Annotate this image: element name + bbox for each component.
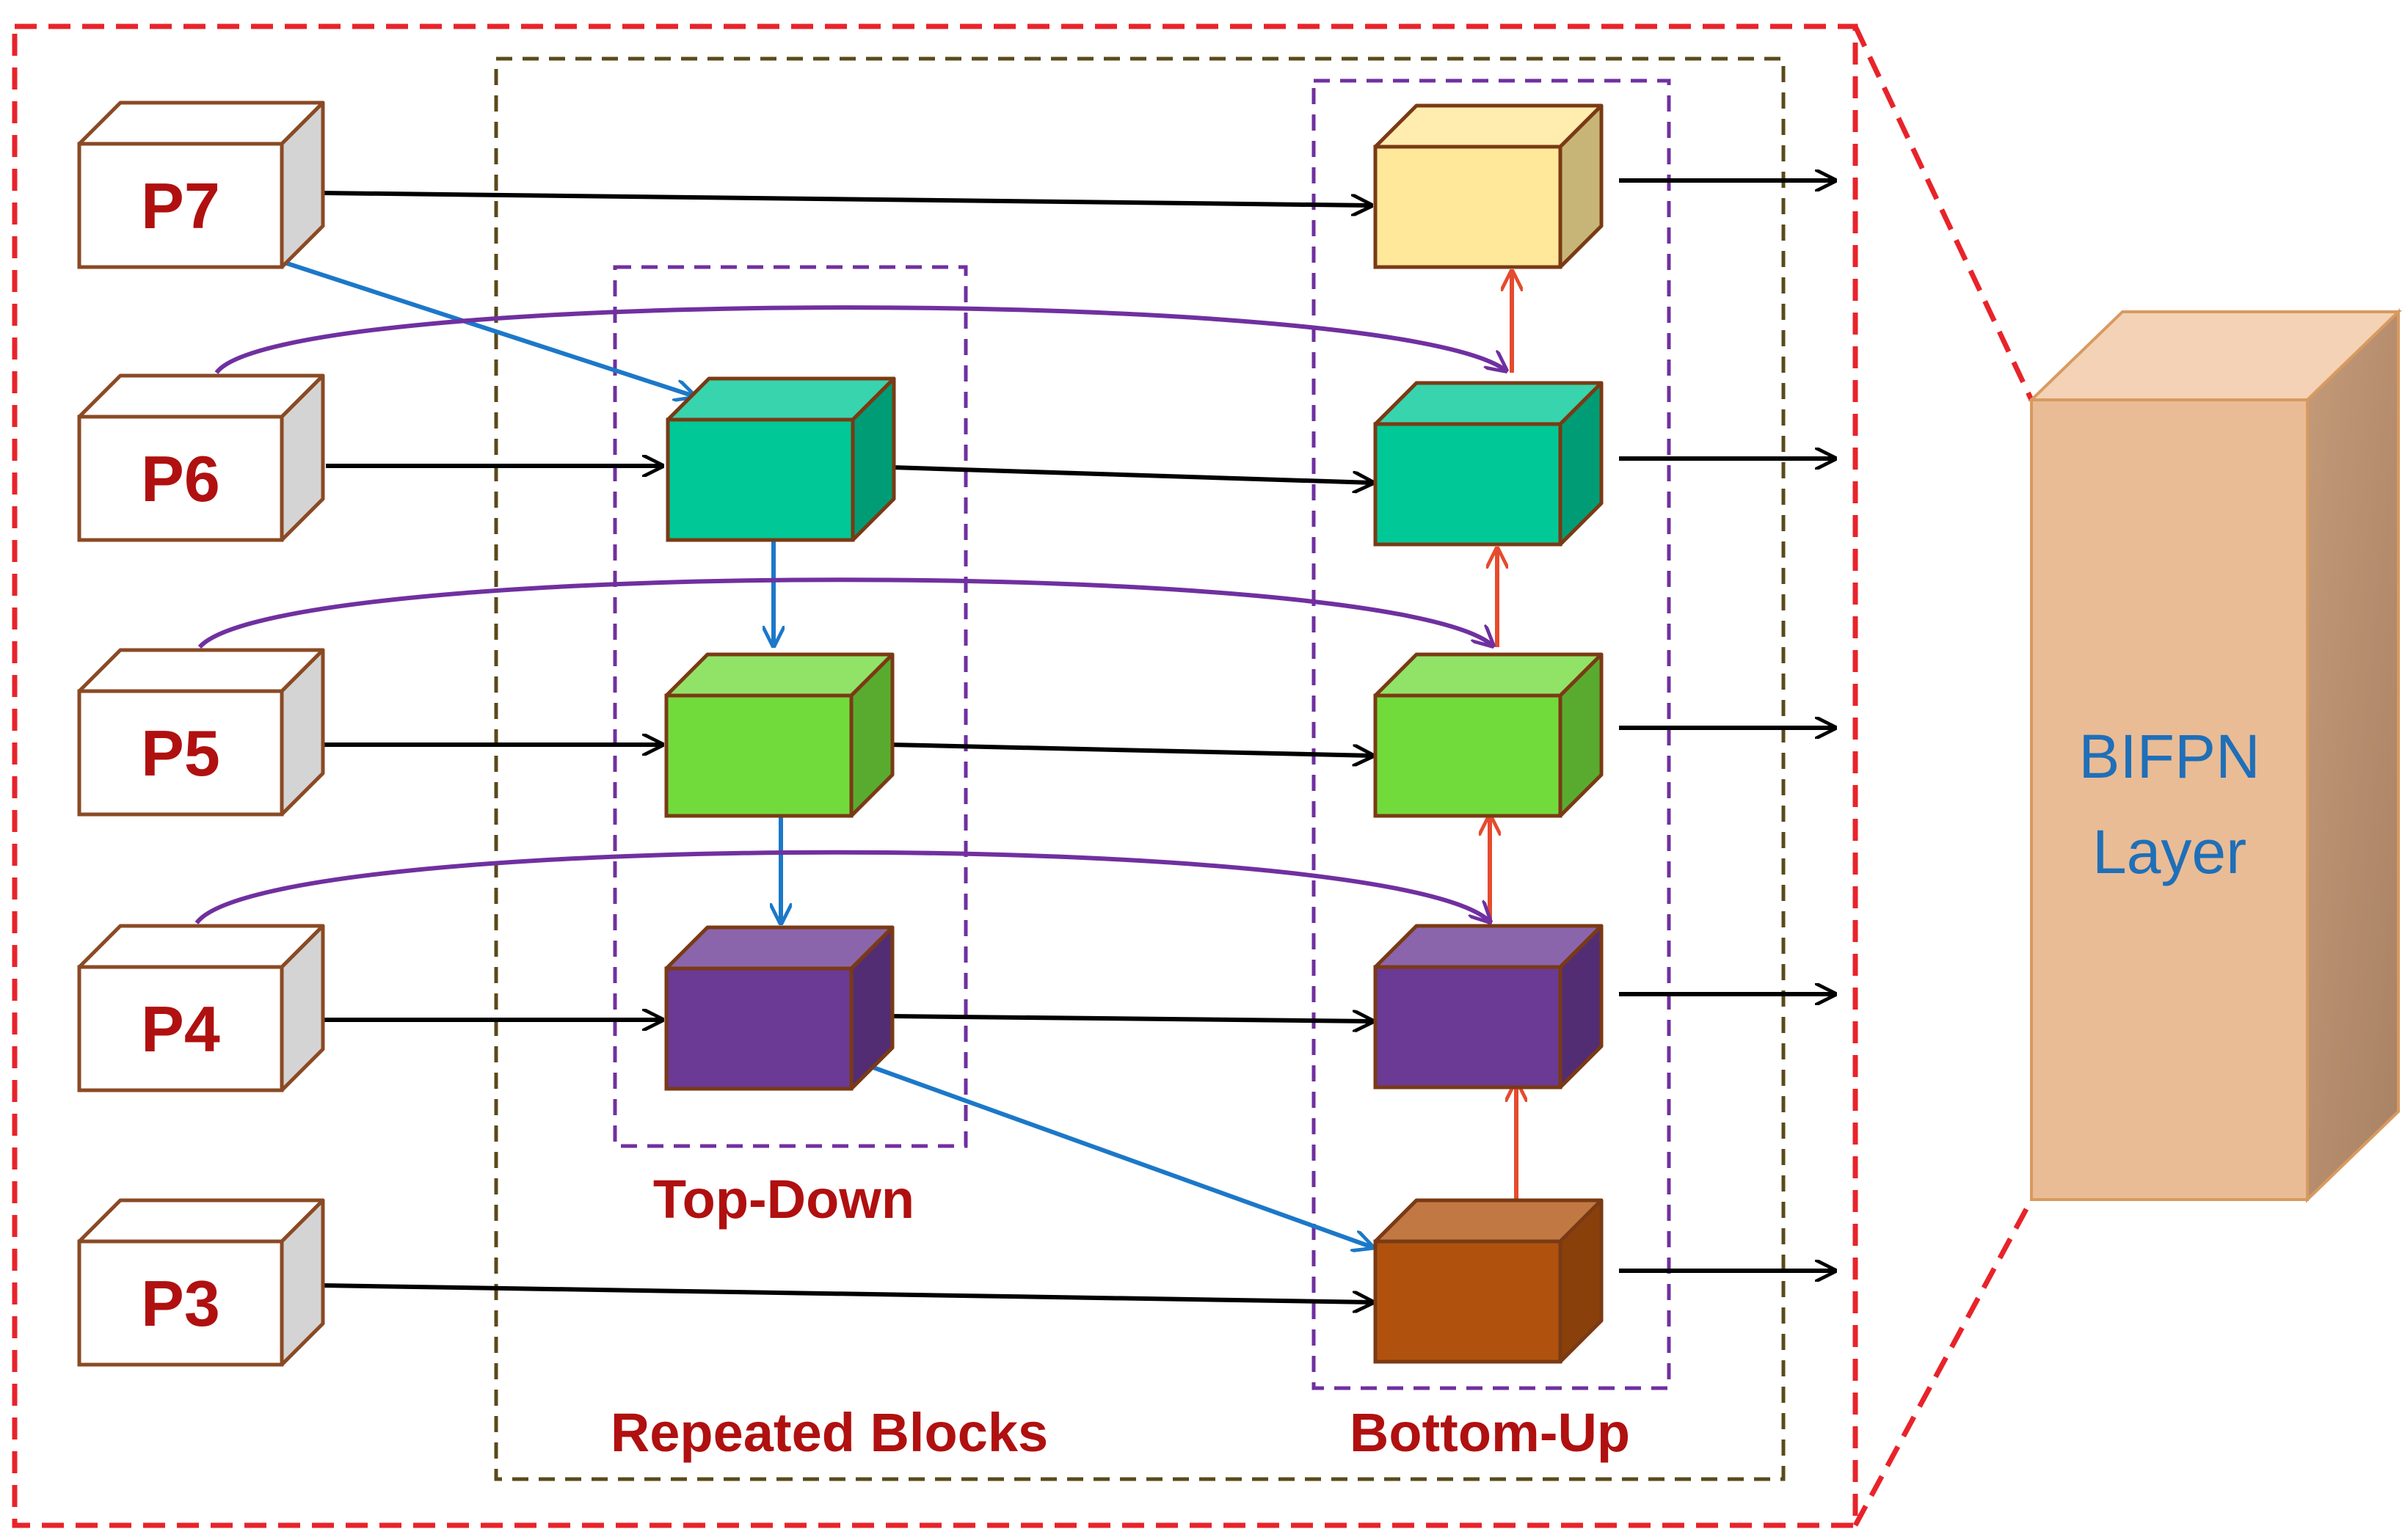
arrow-p7-to-td6: [280, 259, 694, 396]
repeated-blocks-box: [494, 56, 1786, 1481]
top-down-node-p4: [664, 925, 895, 1091]
arrow-td5-to-bu5: [890, 742, 1372, 756]
bifpn-layer-block: BIFPN Layer: [2028, 308, 2402, 1203]
bifpn-layer-subtitle: Layer: [2092, 817, 2246, 886]
bifpn-layer-front: [2030, 398, 2309, 1201]
bottom-up-node-p6: [1373, 381, 1604, 547]
skip-arc-p6: [214, 305, 1506, 373]
skip-arc-p4: [194, 850, 1490, 923]
top-down-label: Top-Down: [653, 1169, 914, 1230]
input-label-p5: P5: [141, 717, 220, 789]
repeated-blocks-label: Repeated Blocks: [611, 1402, 1048, 1463]
input-cube-p4: P4: [77, 924, 325, 1092]
arrow-td4-to-bu4: [892, 1016, 1372, 1021]
top-down-node-p6: [666, 376, 896, 542]
top-down-node-p5: [664, 652, 895, 818]
bottom-up-node-p5-front: [1373, 693, 1562, 818]
bottom-up-node-p3: [1373, 1198, 1604, 1364]
zoom-line-bottom: [1852, 1198, 2034, 1527]
input-label-p4: P4: [141, 993, 220, 1065]
input-cube-p5: P5: [77, 648, 325, 817]
input-cube-p6-front: [77, 415, 284, 542]
arrow-p7-to-bu7: [322, 191, 1371, 205]
bottom-up-node-p7-front: [1373, 145, 1562, 269]
top-down-box: [613, 265, 968, 1148]
input-cube-p6: P6: [77, 373, 325, 542]
input-cube-p3-front: [77, 1239, 284, 1367]
input-cube-p3: P3: [77, 1198, 325, 1367]
input-cube-p7-front: [77, 142, 284, 269]
bottom-up-label: Bottom-Up: [1350, 1402, 1630, 1463]
input-cube-p5-front: [77, 689, 284, 817]
zoom-line-top: [1852, 25, 2034, 401]
bifpn-layer-side: [2306, 308, 2400, 1203]
top-down-node-p5-front: [664, 693, 854, 818]
bottom-up-node-p4-front: [1373, 965, 1562, 1090]
input-label-p3: P3: [141, 1267, 220, 1340]
arrow-p3-to-bu3: [322, 1283, 1372, 1302]
bottom-up-box: [1311, 79, 1671, 1390]
bottom-up-node-p3-front: [1373, 1239, 1562, 1364]
input-cube-p4-front: [77, 965, 284, 1092]
bifpn-outer-boundary: [12, 23, 1858, 1528]
arrow-td6-to-bu6: [892, 465, 1372, 483]
top-down-node-p4-front: [664, 966, 854, 1091]
top-down-node-p6-front: [666, 417, 855, 542]
bottom-up-node-p6-front: [1373, 422, 1562, 547]
input-cube-p7: P7: [77, 101, 325, 269]
bottom-up-node-p7: [1373, 103, 1604, 269]
arrow-td4-to-bu3: [872, 1065, 1372, 1247]
bottom-up-node-p4: [1373, 924, 1604, 1090]
bifpn-layer-title: BIFPN: [2078, 722, 2260, 791]
input-label-p7: P7: [141, 169, 220, 242]
skip-arc-p5: [197, 577, 1493, 647]
input-label-p6: P6: [141, 442, 220, 515]
bottom-up-node-p5: [1373, 652, 1604, 818]
